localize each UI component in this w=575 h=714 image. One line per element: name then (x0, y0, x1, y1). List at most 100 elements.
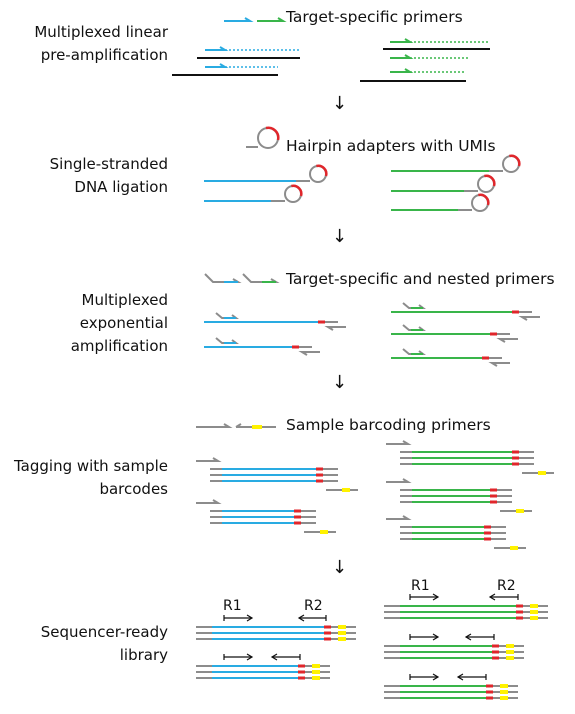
step3-title: Target-specific and nested primers (286, 270, 555, 288)
umi-marker (484, 531, 491, 535)
umi-marker (316, 479, 323, 483)
read2-arrow-head (456, 673, 464, 681)
barcoding-primer (386, 440, 412, 445)
step4-label-line2: barcodes (99, 480, 168, 498)
barcode-marker (312, 676, 320, 680)
step3-label: Multiplexed exponential amplification (71, 289, 168, 358)
read1-arrow-head (432, 673, 440, 681)
step4-title: Sample barcoding primers (286, 416, 491, 434)
umi-marker (486, 684, 493, 688)
step3-label-line1: Multiplexed (81, 291, 168, 309)
umi-marker (316, 467, 323, 471)
barcoding-primer (386, 515, 412, 520)
umi-marker (482, 356, 489, 360)
umi-marker (324, 625, 331, 629)
barcode-marker (530, 604, 538, 608)
reverse-primer (298, 351, 320, 356)
primer-green (390, 38, 414, 43)
reverse-primer (324, 326, 346, 331)
read1-label-right: R1 (411, 578, 430, 594)
step2-title: Hairpin adapters with UMIs (286, 137, 496, 155)
umi-marker (490, 332, 497, 336)
hairpin-adapter-umi (316, 164, 328, 177)
reverse-primer (518, 316, 540, 321)
read2-arrow-head (270, 653, 278, 661)
step1-label-line1: Multiplexed linear (34, 23, 168, 41)
umi-marker (294, 515, 301, 519)
barcode-marker (510, 546, 518, 550)
legend-barcode-marker (252, 425, 262, 429)
step4-label-line1: Tagging with sample (13, 457, 168, 475)
read1-arrow-head (432, 633, 440, 641)
umi-marker (324, 631, 331, 635)
read2-arrow-head (488, 593, 496, 601)
reverse-primer (496, 338, 518, 343)
read1-arrow-head (246, 653, 254, 661)
step4-label: Tagging with sample barcodes (14, 455, 168, 501)
umi-marker (492, 644, 499, 648)
umi-marker (486, 690, 493, 694)
umi-marker (324, 637, 331, 641)
primer-blue (205, 46, 229, 51)
hairpin-adapter-umi (509, 154, 521, 167)
barcode-marker (538, 471, 546, 475)
umi-marker (316, 473, 323, 477)
read2-label-right: R2 (497, 578, 516, 594)
read1-arrow-head (432, 593, 440, 601)
read2-label: R2 (304, 598, 323, 614)
umi-marker (294, 509, 301, 513)
step2-label: Single-stranded DNA ligation (50, 153, 168, 199)
umi-marker (512, 450, 519, 454)
legend-nested-primer-tail (242, 273, 280, 283)
reverse-primer (488, 362, 510, 367)
barcode-marker (506, 650, 514, 654)
umi-marker (298, 670, 305, 674)
barcode-marker (342, 488, 350, 492)
step2-label-line2: DNA ligation (74, 178, 168, 196)
read2-arrow-head (297, 614, 305, 622)
step5-label: Sequencer-ready library (41, 621, 168, 667)
flow-arrow-2-icon: ↓ (332, 226, 348, 247)
step3-label-line3: amplification (70, 337, 168, 355)
primer-green (390, 54, 414, 59)
step2-label-line1: Single-stranded (49, 155, 168, 173)
umi-marker (484, 537, 491, 541)
barcode-marker (338, 637, 346, 641)
legend-barcoding-primer (196, 423, 233, 428)
step3-label-line2: exponential (79, 314, 168, 332)
barcode-marker (500, 696, 508, 700)
barcode-marker (500, 690, 508, 694)
umi-marker (512, 310, 519, 314)
read2-arrow-head (464, 633, 472, 641)
barcode-marker (506, 656, 514, 660)
step5-label-line2: library (119, 646, 168, 664)
umi-marker (516, 616, 523, 620)
hairpin-adapter-umi (478, 193, 490, 206)
barcode-marker (312, 664, 320, 668)
legend-nested-primer-tail (204, 273, 242, 283)
legend-hairpin-adapter-icon-umi (265, 126, 280, 141)
barcode-marker (506, 644, 514, 648)
umi-marker (516, 610, 523, 614)
barcode-marker (338, 625, 346, 629)
umi-marker (492, 656, 499, 660)
barcoding-primer (196, 499, 222, 504)
umi-marker (318, 320, 325, 324)
umi-marker (490, 500, 497, 504)
barcode-marker (516, 509, 524, 513)
umi-marker (484, 525, 491, 529)
primer-green (390, 68, 414, 73)
umi-marker (298, 676, 305, 680)
umi-marker (490, 494, 497, 498)
umi-marker (294, 521, 301, 525)
barcode-marker (338, 631, 346, 635)
flow-arrow-4-icon: ↓ (332, 557, 348, 578)
umi-marker (486, 696, 493, 700)
step1-label: Multiplexed linear pre-amplification (34, 21, 168, 67)
step1-label-line2: pre-amplification (40, 46, 168, 64)
hairpin-adapter-umi (291, 184, 303, 197)
umi-marker (292, 345, 299, 349)
read1-label: R1 (223, 598, 242, 614)
barcode-marker (530, 610, 538, 614)
